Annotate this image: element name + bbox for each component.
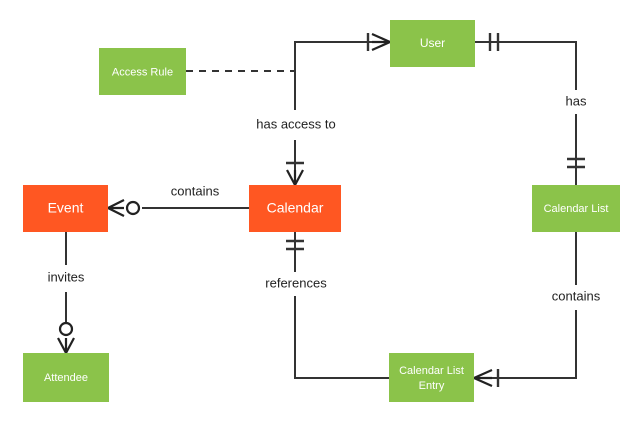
crowfoot-user-left	[366, 32, 391, 52]
connector-event-invites-attendee	[57, 232, 75, 354]
connector-event-contains-calendar	[107, 199, 249, 217]
entity-event[interactable]: Event	[23, 185, 108, 232]
entity-user[interactable]: User	[390, 20, 475, 67]
rel-label-references: references	[265, 275, 327, 290]
connector-calendar-list-contains-entry	[473, 232, 577, 388]
crowfoot-calendar-top	[286, 169, 304, 186]
crowfoot-entry-right	[473, 368, 493, 388]
rel-label-invites: invites	[48, 269, 85, 284]
entity-label-calendar-list-entry-line2: Entry	[419, 380, 445, 392]
entity-label-calendar: Calendar	[267, 200, 324, 216]
entity-access-rule[interactable]: Access Rule	[99, 48, 186, 95]
connector-user-has-calendar-list	[475, 33, 585, 185]
rel-label-contains-calendar-list-entry: contains	[552, 288, 601, 303]
entity-label-calendar-list-entry-line1: Calendar List	[399, 365, 464, 377]
connector-calendar-references-entry	[286, 232, 389, 379]
zero-circle-event	[125, 200, 141, 216]
crowfoot-event-right	[107, 199, 125, 217]
entity-label-attendee: Attendee	[44, 372, 88, 384]
rel-label-has: has	[566, 93, 587, 108]
tick-double-calendar-bottom	[286, 239, 304, 251]
entity-label-user: User	[420, 36, 445, 50]
connector-user-has-access-to-calendar	[286, 32, 391, 186]
entity-label-calendar-list: Calendar List	[544, 203, 609, 215]
entity-attendee[interactable]: Attendee	[23, 353, 109, 402]
entity-calendar[interactable]: Calendar	[249, 185, 341, 232]
entity-calendar-list-entry[interactable]: Calendar List Entry	[389, 353, 474, 402]
tick-double-calendar-list-top	[567, 157, 585, 169]
rel-label-contains-event-calendar: contains	[171, 183, 220, 198]
zero-circle-attendee	[58, 321, 74, 337]
entity-label-event: Event	[48, 200, 84, 216]
entity-label-access-rule: Access Rule	[112, 66, 173, 78]
tick-double-user-right	[488, 33, 500, 51]
rel-label-has-access-to: has access to	[256, 116, 336, 131]
crowfoot-attendee-top	[57, 337, 75, 354]
entity-calendar-list[interactable]: Calendar List	[532, 185, 620, 232]
